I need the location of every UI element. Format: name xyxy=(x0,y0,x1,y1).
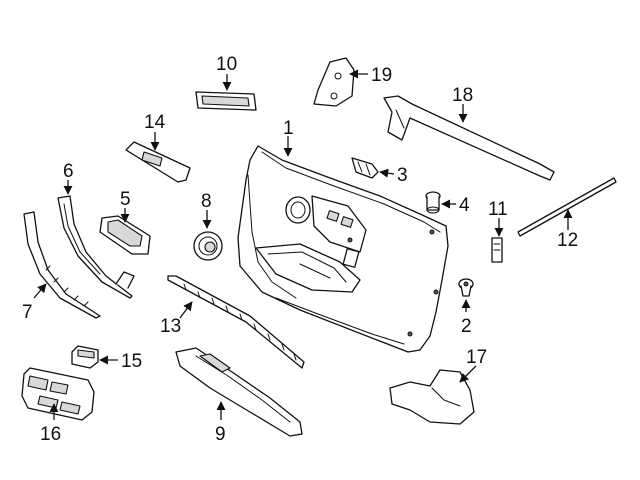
part-7-trim-strip xyxy=(23,211,101,319)
label-19: 19 xyxy=(371,65,392,86)
label-9: 9 xyxy=(215,424,226,445)
part-15-switch xyxy=(71,345,99,369)
callout-labels: 1 2 3 4 5 6 7 8 9 10 11 12 13 14 15 16 1… xyxy=(22,54,578,445)
label-17: 17 xyxy=(466,347,487,368)
part-4-grommet xyxy=(425,191,441,214)
leader-lines xyxy=(33,69,573,420)
part-18-rail xyxy=(383,95,555,181)
part-6-trim-strip xyxy=(57,195,135,299)
label-3: 3 xyxy=(397,165,408,186)
label-16: 16 xyxy=(40,424,61,445)
label-8: 8 xyxy=(201,191,212,212)
leader-17 xyxy=(459,365,477,383)
label-11: 11 xyxy=(488,199,508,220)
label-7: 7 xyxy=(22,302,33,323)
label-6: 6 xyxy=(63,161,74,182)
label-14: 14 xyxy=(144,112,166,133)
label-1: 1 xyxy=(283,118,294,139)
part-9-armrest xyxy=(175,347,303,437)
part-11-clip xyxy=(491,237,503,263)
part-2-clip xyxy=(458,278,474,297)
leader-3 xyxy=(379,168,395,178)
part-10-storage-tray xyxy=(195,91,257,111)
part-8-speaker-ring xyxy=(193,231,223,261)
label-18: 18 xyxy=(452,85,473,106)
part-13-lower-strip xyxy=(167,275,305,369)
part-5-switch-bezel xyxy=(99,215,151,255)
label-12: 12 xyxy=(557,230,578,251)
part-14-switch-panel xyxy=(125,141,191,183)
part-12-weatherstrip xyxy=(517,177,617,237)
label-15: 15 xyxy=(121,351,142,372)
label-4: 4 xyxy=(459,195,470,216)
label-10: 10 xyxy=(216,54,237,75)
label-2: 2 xyxy=(461,316,472,337)
part-1-door-panel xyxy=(237,145,449,353)
part-17-insulator xyxy=(389,369,475,425)
part-19-mirror-trim xyxy=(313,57,355,107)
part-3-bracket xyxy=(351,157,379,179)
part-16-master-switch xyxy=(21,367,95,421)
leader-7 xyxy=(33,283,47,299)
label-13: 13 xyxy=(160,316,181,337)
label-5: 5 xyxy=(120,189,131,210)
leader-13 xyxy=(179,301,193,319)
